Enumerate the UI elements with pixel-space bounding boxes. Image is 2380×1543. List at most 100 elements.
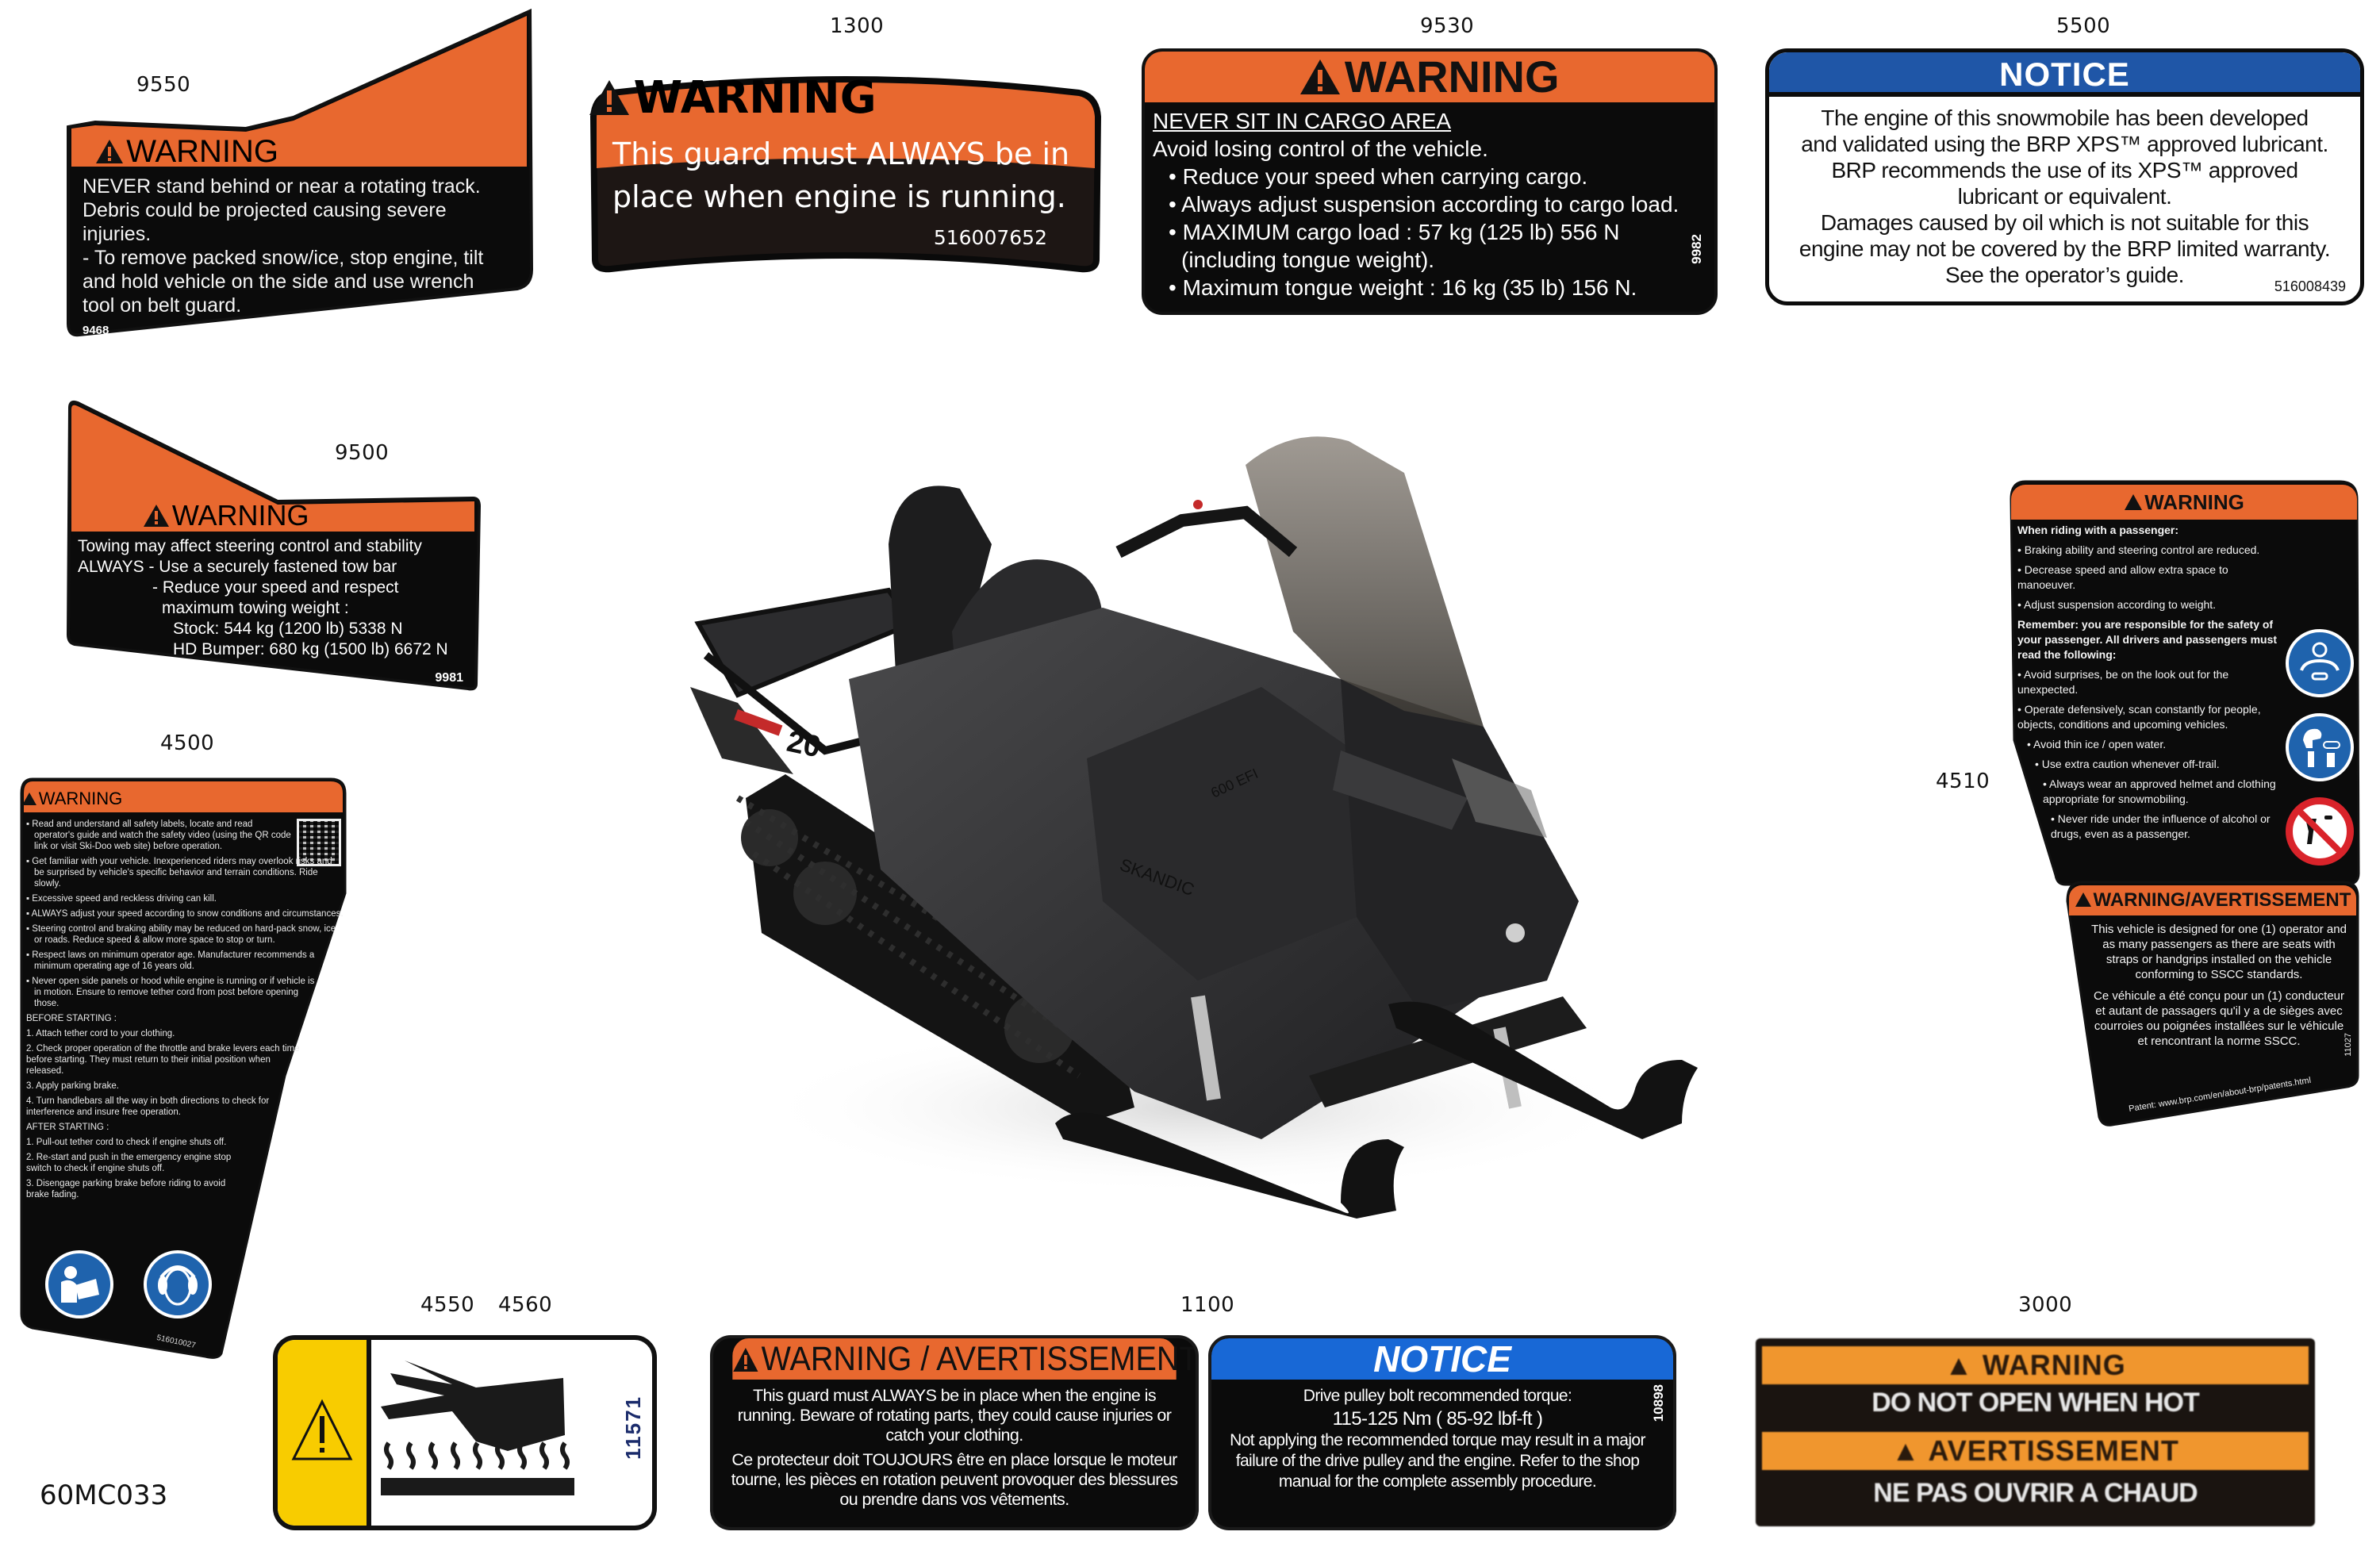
warning-triangle-icon [144,504,169,527]
no-alcohol-drugs-icon [2286,797,2354,866]
step-item: 3. Disengage parking brake before riding… [26,1179,226,1199]
decal-line: Damages caused by oil which is not suita… [1820,210,2309,235]
decal-text-en: This vehicle is designed for one (1) ope… [2091,923,2347,981]
torque-value: 115-125 Nm ( 85-92 lbf-ft ) [1332,1408,1543,1430]
warning-header: WARNING [21,785,343,812]
protective-gear-icon [2286,713,2354,781]
decal-9500-towing-warning: WARNING Towing may affect steering contr… [63,392,482,692]
decal-body: The engine of this snowmobile has been d… [1769,97,2360,288]
decal-body: Drive pulley bolt recommended torque: 11… [1211,1380,1673,1492]
decal-bullet: • Always wear an approved helmet and clo… [2043,777,2276,805]
read-manual-icon [45,1250,113,1318]
headlight [1452,758,1547,838]
decal-line: Avoid losing control of the vehicle. [1153,136,1488,161]
decal-line: engine may not be covered by the BRP lim… [1798,236,2331,261]
decal-body: ▪ Read and understand all safety labels,… [26,819,344,1204]
decal-bullet: • Always adjust suspension according to … [1169,192,1679,217]
decal-4550-hot-surface: 11571 [273,1335,657,1530]
bullet-text: Get familiar with your vehicle. Inexperi… [32,857,332,889]
decal-line: The engine of this snowmobile has been d… [1821,106,2309,130]
decal-text-en: This guard must ALWAYS be in place when … [737,1386,1172,1445]
warning-header-label: WARNING / AVERTISSEMENT [761,1340,1199,1378]
decal-line: NEVER stand behind or near a rotating tr… [83,175,481,198]
bullet-text: Reduce your speed when carrying cargo. [1182,164,1588,189]
bullet-text: Adjust suspension according to weight. [2024,598,2217,611]
decal-9550-track-warning: WARNING NEVER stand behind or near a rot… [63,8,535,338]
snowmobile-illustration: 20 SKANDIC 600 EFI [690,425,1737,1219]
decal-bullet: • Use extra caution whenever off-trail. [2035,758,2220,770]
warning-panel [278,1340,371,1526]
decal-bullet: ▪ Get familiar with your vehicle. Inexpe… [26,857,332,889]
decal-shape [2066,881,2359,1127]
section-title: AFTER STARTING : [26,1123,109,1132]
callout-4500: 4500 [160,731,215,755]
bullet-text: MAXIMUM cargo load : 57 kg (125 lb) 556 … [1182,220,1620,244]
decal-bullet: ▪ Respect laws on minimum operator age. … [26,950,315,971]
section-title: BEFORE STARTING : [26,1014,117,1023]
decal-line-en: DO NOT OPEN WHEN HOT [1871,1388,2200,1418]
warning-header-label: WARNING [1344,52,1560,102]
decal-line: See the operator’s guide. [1945,263,2184,287]
warning-header-label: WARNING [633,72,877,124]
decal-4510-operator-capacity: WARNING/AVERTISSEMENT This vehicle is de… [2064,877,2361,1127]
warning-triangle-icon [2125,494,2143,511]
decal-shape [589,76,1102,273]
decal-text-fr: Ce protecteur doit TOUJOURS être en plac… [731,1450,1178,1509]
step-item: 2. Check proper operation of the throttl… [26,1044,300,1076]
bullet-text: Braking ability and steering control are… [2024,543,2260,556]
decal-line: HD Bumper: 680 kg (1500 lb) 6672 N [173,640,448,658]
decal-shape [67,8,534,337]
decal-bullet: ▪ Excessive speed and reckless driving c… [26,894,217,904]
bullet-text: Steering control and braking ability may… [32,924,336,945]
decal-body: NEVER stand behind or near a rotating tr… [83,175,511,317]
decal-bullet-continuation: (including tongue weight). [1181,248,1435,272]
windshield [1246,436,1484,727]
decal-line: Debris could be projected causing severe… [83,199,447,245]
decal-title: NEVER SIT IN CARGO AREA [1153,109,1452,133]
step-item: 3. Apply parking brake. [26,1081,119,1091]
decal-bullet: • Avoid thin ice / open water. [2027,738,2167,750]
decal-line: ALWAYS - Use a securely fastened tow bar [78,558,397,576]
brand-logo [1506,923,1525,942]
warning-header: WARNING [63,135,535,168]
warning-header: WARNING [1145,52,1714,102]
callout-9500: 9500 [335,441,390,465]
bullet-text: ALWAYS adjust your speed according to sn… [31,909,344,919]
decal-line: BRP recommends the use of its XPS™ appro… [1831,158,2298,182]
decal-part-code: 516008439 [2274,278,2346,294]
step-item: 4. Turn handlebars all the way in both d… [26,1096,270,1117]
decal-intro: When riding with a passenger: [2017,524,2179,536]
decal-line: Drive pulley bolt recommended torque: [1303,1387,1572,1405]
step-item: 1. Attach tether cord to your clothing. [26,1029,175,1038]
bullet-text: Maximum tongue weight : 16 kg (35 lb) 15… [1182,275,1637,300]
notice-header: NOTICE [1211,1338,1673,1380]
notice-header: NOTICE [1769,52,2360,97]
rider-awareness-icon [2286,629,2354,697]
hand-hot-surface-icon [381,1361,574,1495]
decal-4500-general-warning: WARNING ▪ Read and understand all safety… [15,774,350,1360]
figure-code: 60MC033 [40,1480,168,1511]
callout-4510: 4510 [1936,770,1990,793]
warning-header-label: WARNING [1982,1349,2126,1381]
decal-3000-hot-warning: ▲ WARNING DO NOT OPEN WHEN HOT ▲ AVERTIS… [1756,1338,2315,1526]
warning-header: WARNING [2011,485,2357,520]
warning-header: WARNING / AVERTISSEMENT [732,1338,1196,1380]
decal-5500-oil-notice: NOTICE The engine of this snowmobile has… [1765,48,2364,305]
qr-code[interactable] [297,819,341,866]
bullet-text: Use extra caution whenever off-trail. [2041,758,2220,770]
warning-header: WARNING/AVERTISSEMENT [2069,885,2356,915]
bullet-text: Read and understand all safety labels, l… [32,819,291,851]
warning-header: WARNING [589,64,1103,132]
decal-body: This guard must ALWAYS be in place when … [612,136,1070,214]
decal-part-code: 10898 [1651,1384,1666,1422]
ear-protection-icon [144,1250,212,1318]
callout-5500: 5500 [2056,14,2111,38]
warning-triangle-icon [589,80,629,116]
warning-header-label: WARNING [2144,490,2244,514]
decal-bullet: ▪ Steering control and braking ability m… [26,924,336,945]
bullet-text: Avoid surprises, be on the look out for … [2017,668,2229,696]
decal-shape [20,777,347,1359]
warning-header: ▲ WARNING [1762,1346,2309,1384]
decal-line: - Reduce your speed and respect [152,578,399,597]
decal-bullet: • Braking ability and steering control a… [2017,543,2260,556]
